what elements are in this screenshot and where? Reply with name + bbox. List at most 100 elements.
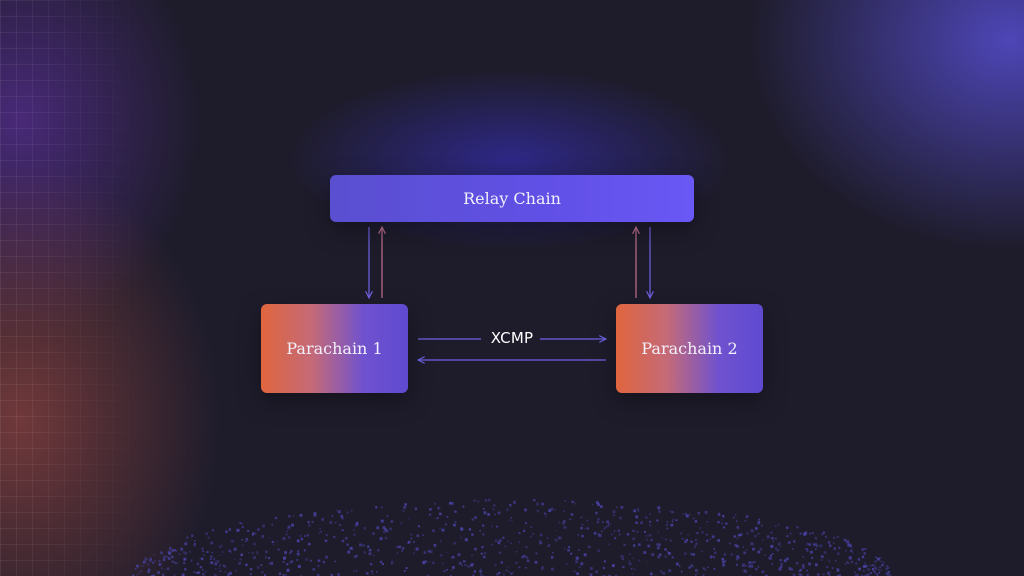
- particle-dot: [623, 543, 626, 546]
- particle-dot: [450, 574, 452, 576]
- particle-dot: [498, 572, 501, 574]
- particle-dot: [252, 534, 254, 536]
- particle-dot: [271, 540, 274, 544]
- particle-dot: [697, 512, 700, 515]
- particle-dot: [329, 521, 333, 524]
- particle-dot: [518, 566, 521, 569]
- particle-dot: [437, 507, 440, 510]
- particle-dot: [799, 573, 803, 576]
- particle-dot: [864, 574, 867, 576]
- particle-dot: [331, 514, 334, 517]
- particle-dot: [184, 542, 188, 546]
- particle-dot: [766, 535, 770, 538]
- particle-dot: [861, 548, 864, 551]
- particle-dot: [743, 551, 747, 555]
- particle-dot: [575, 560, 578, 564]
- particle-dot: [261, 535, 265, 538]
- particle-dot: [157, 571, 160, 574]
- particle-dot: [687, 534, 689, 536]
- particle-dot: [158, 559, 161, 563]
- particle-dot: [211, 552, 213, 554]
- particle-dot: [808, 562, 811, 566]
- particle-dot: [297, 565, 301, 568]
- particle-dot: [401, 547, 405, 550]
- particle-dot: [603, 527, 606, 530]
- particle-dot: [820, 555, 824, 558]
- particle-dot: [379, 560, 383, 564]
- particle-dot: [551, 567, 554, 571]
- particle-dot: [596, 501, 599, 505]
- particle-dot: [339, 524, 341, 526]
- particle-dot: [429, 550, 433, 554]
- particle-dot: [649, 513, 651, 515]
- particle-dot: [450, 502, 454, 505]
- particle-dot: [408, 540, 411, 544]
- particle-dot: [620, 555, 624, 558]
- particle-dot: [631, 567, 633, 570]
- particle-dot: [694, 538, 697, 541]
- particle-dot: [761, 570, 765, 574]
- particle-dot: [709, 538, 711, 540]
- particle-dot: [432, 561, 435, 564]
- particle-dot: [233, 547, 237, 551]
- particle-dot: [168, 549, 171, 552]
- particle-dot: [211, 529, 215, 532]
- particle-dot: [612, 510, 616, 514]
- particle-dot: [304, 535, 306, 537]
- particle-dot: [632, 573, 634, 575]
- particle-dot: [656, 519, 659, 522]
- particle-dot: [607, 525, 610, 527]
- particle-dot: [461, 564, 463, 567]
- particle-dot: [615, 574, 618, 576]
- particle-dot: [311, 521, 314, 523]
- particle-dot: [237, 529, 240, 531]
- particle-dot: [260, 564, 263, 566]
- particle-dot: [422, 561, 426, 565]
- particle-dot: [193, 571, 195, 573]
- particle-dot: [242, 544, 244, 546]
- particle-dot: [277, 548, 280, 551]
- particle-dot: [505, 569, 508, 572]
- particle-dot: [525, 567, 527, 569]
- particle-dot: [479, 573, 483, 576]
- particle-dot: [400, 522, 403, 525]
- particle-dot: [482, 555, 486, 559]
- particle-dot: [256, 566, 260, 569]
- particle-dot: [688, 513, 691, 516]
- particle-dot: [662, 572, 665, 575]
- particle-dot: [356, 569, 358, 572]
- particle-dot: [548, 509, 552, 512]
- particle-dot: [596, 521, 599, 524]
- particle-dot: [506, 508, 509, 511]
- particle-dot: [428, 550, 431, 553]
- particle-dot: [158, 564, 161, 566]
- relay-chain-label: Relay Chain: [463, 189, 561, 208]
- particle-dot: [838, 546, 841, 549]
- particle-dot: [601, 530, 603, 533]
- particle-dot: [404, 503, 407, 506]
- particle-dot: [879, 566, 881, 569]
- particle-dot: [382, 530, 386, 534]
- particle-dot: [334, 560, 336, 563]
- particle-dot: [272, 543, 275, 546]
- particle-dot: [525, 556, 529, 559]
- particle-dot: [650, 539, 653, 542]
- particle-dot: [864, 548, 867, 550]
- particle-dot: [171, 549, 175, 552]
- particle-dot: [878, 571, 881, 574]
- particle-dot: [851, 560, 854, 564]
- particle-dot: [845, 550, 847, 552]
- particle-dot: [529, 535, 532, 538]
- particle-dot: [496, 525, 498, 528]
- particle-dot: [202, 550, 204, 552]
- particle-dot: [297, 550, 300, 553]
- particle-dot: [317, 559, 321, 562]
- particle-dot: [658, 556, 660, 559]
- particle-dot: [805, 548, 807, 550]
- particle-dot: [257, 528, 260, 531]
- particle-dot: [666, 521, 669, 523]
- particle-dot: [199, 557, 201, 559]
- particle-dot: [885, 572, 888, 575]
- particle-dot: [429, 508, 432, 511]
